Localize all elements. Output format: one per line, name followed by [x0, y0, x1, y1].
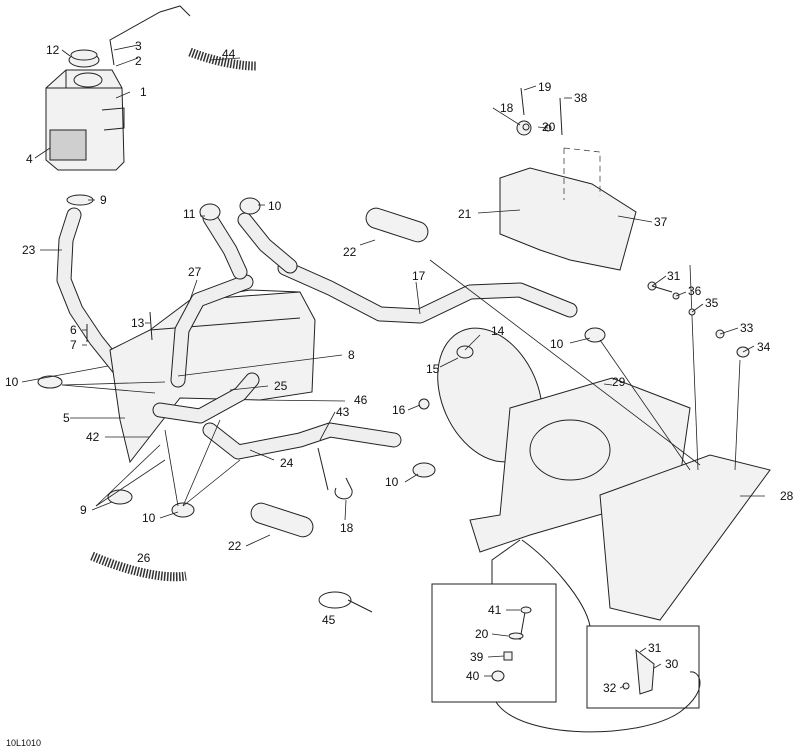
callout-41: 41	[488, 603, 502, 617]
spring-sleeve-44	[188, 47, 257, 71]
callout-11: 11	[183, 207, 196, 221]
hose-clamp-10-bottom	[171, 502, 195, 518]
washer-20-inset	[508, 632, 524, 640]
callout-labels: 1 2 3 4 5 6 7 8 9 9 10 10 10 10 10 11 12…	[5, 39, 794, 748]
callout-10-right: 10	[550, 337, 564, 351]
inset-box-bracket-detail	[586, 625, 700, 709]
inset-box-fastener-stack	[431, 583, 557, 703]
hose-clamp-10-top	[239, 197, 261, 215]
callout-28: 28	[780, 489, 794, 503]
radiator-28	[599, 454, 771, 621]
callout-10-bottom: 10	[142, 511, 156, 525]
callout-45: 45	[322, 613, 336, 627]
callout-31-inset: 31	[648, 641, 662, 655]
heat-shield-21-37	[499, 167, 637, 271]
callout-32: 32	[603, 681, 617, 695]
hose-23	[57, 208, 127, 377]
hose-27	[171, 275, 253, 387]
cable-tie-45	[318, 591, 373, 613]
hose-clamp-10-left	[37, 375, 63, 389]
callout-27: 27	[188, 265, 202, 279]
hose-17	[278, 261, 577, 323]
callout-22-top: 22	[343, 245, 357, 259]
callout-29: 29	[612, 375, 626, 389]
callout-38: 38	[574, 91, 588, 105]
callout-42: 42	[86, 430, 100, 444]
callout-2: 2	[135, 54, 142, 68]
callout-15: 15	[426, 362, 440, 376]
figure-reference-code: 10L1010	[6, 738, 41, 748]
callout-17: 17	[412, 269, 426, 283]
clip-30	[635, 648, 655, 695]
callout-22-bottom: 22	[228, 539, 242, 553]
callout-33: 33	[740, 321, 754, 335]
callout-19: 19	[538, 80, 552, 94]
callout-30: 30	[665, 657, 679, 671]
callout-13: 13	[131, 316, 145, 330]
callout-36: 36	[688, 284, 702, 298]
callout-10-top: 10	[268, 199, 282, 213]
hose-upper	[238, 213, 297, 273]
callout-20-inset: 20	[475, 627, 489, 641]
callout-5: 5	[63, 411, 70, 425]
screw-32	[622, 682, 630, 690]
callout-40: 40	[466, 669, 480, 683]
callout-3: 3	[135, 39, 142, 53]
callout-24: 24	[280, 456, 294, 470]
callout-25: 25	[274, 379, 288, 393]
callout-26: 26	[137, 551, 151, 565]
callout-31-top: 31	[667, 269, 681, 283]
callout-21: 21	[458, 207, 472, 221]
callout-8: 8	[348, 348, 355, 362]
hose-25	[153, 373, 259, 423]
callout-9-bottom: 9	[80, 503, 87, 517]
grommet-15	[456, 345, 474, 359]
callout-9-top: 9	[100, 193, 107, 207]
callout-37: 37	[654, 215, 668, 229]
leader-lines	[21, 44, 765, 689]
callout-18-top: 18	[500, 101, 514, 115]
callout-35: 35	[705, 296, 719, 310]
screw-41	[520, 606, 532, 614]
callout-10-mid: 10	[385, 475, 399, 489]
screw-13	[149, 311, 153, 341]
callout-23: 23	[22, 243, 36, 257]
callout-43: 43	[336, 405, 350, 419]
hose-clamp-11	[199, 203, 221, 221]
callout-20-top: 20	[542, 120, 556, 134]
overflow-tube	[109, 5, 191, 66]
reservoir-cap	[68, 49, 100, 68]
coolant-reservoir-tank	[45, 69, 125, 171]
callout-46: 46	[354, 393, 368, 407]
spring-sleeve-26	[90, 551, 187, 582]
callout-34: 34	[757, 340, 771, 354]
callout-7: 7	[70, 338, 77, 352]
callout-6: 6	[70, 323, 77, 337]
bracket-29	[469, 377, 691, 553]
callout-18-bottom: 18	[340, 521, 354, 535]
hose-clamp-10-right	[584, 327, 606, 343]
callout-1: 1	[140, 85, 147, 99]
callout-44: 44	[222, 47, 236, 61]
callout-39: 39	[470, 650, 484, 664]
bracket-18-lower	[317, 447, 353, 500]
hose-43	[203, 423, 401, 459]
grommet-39	[503, 651, 513, 661]
fitting-16	[418, 398, 430, 410]
hose-piece-22-bottom	[250, 502, 314, 538]
callout-4: 4	[26, 152, 33, 166]
hose-clamp-10-mid	[412, 462, 436, 478]
hose-upper-2	[203, 211, 247, 279]
callout-16: 16	[392, 403, 406, 417]
callout-10-left: 10	[5, 375, 19, 389]
callout-14: 14	[491, 324, 505, 338]
nut-40	[491, 670, 505, 682]
callout-12: 12	[46, 43, 60, 57]
hose-piece-22-top	[365, 207, 429, 243]
